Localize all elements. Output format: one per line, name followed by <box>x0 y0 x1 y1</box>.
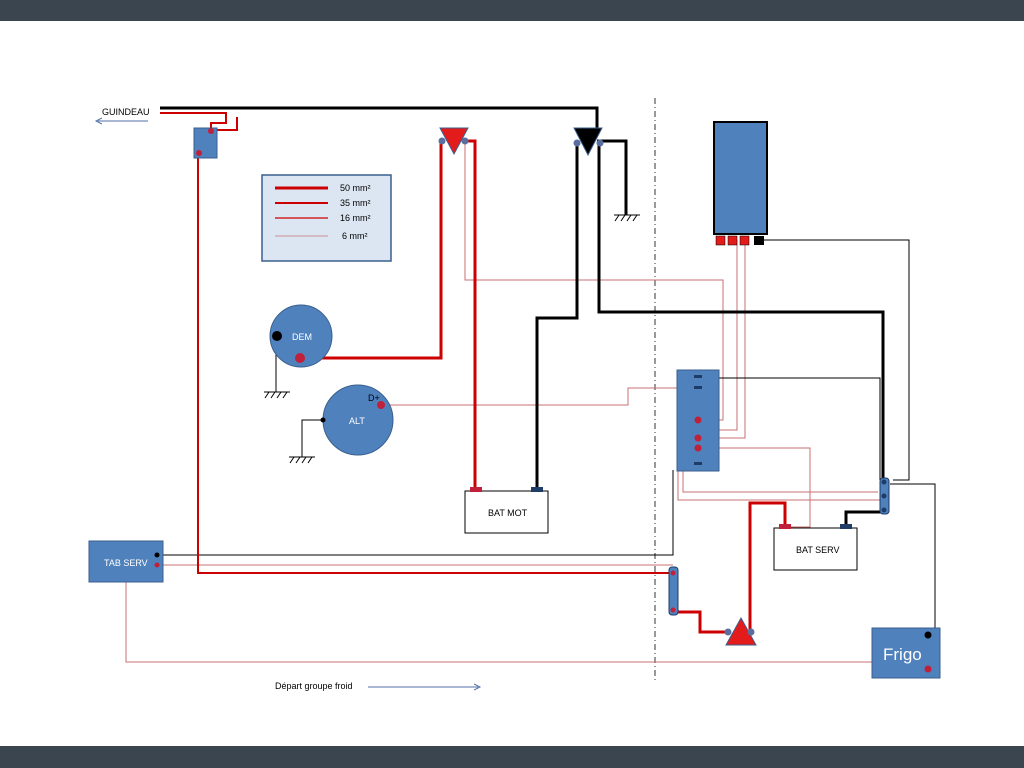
battery-charger <box>713 121 768 235</box>
terminal <box>694 462 702 465</box>
terminal <box>596 139 604 147</box>
terminal <box>438 137 446 145</box>
wires-6mm <box>125 141 929 663</box>
terminal <box>295 353 305 363</box>
terminal <box>779 524 791 529</box>
wires-thin-ground <box>155 239 936 633</box>
service-panel <box>88 540 164 583</box>
terminal <box>747 628 755 636</box>
terminal <box>470 487 482 492</box>
main-fuse-triangle <box>439 127 469 156</box>
terminal <box>694 434 702 442</box>
terminal <box>573 139 581 147</box>
terminal <box>724 628 732 636</box>
terminal <box>694 444 702 452</box>
legend-label: 6 mm² <box>342 231 368 241</box>
service-battery <box>773 527 858 571</box>
terminal <box>272 331 282 341</box>
terminal <box>208 128 214 134</box>
terminal <box>320 417 326 423</box>
terminal <box>377 401 385 409</box>
terminal <box>694 416 702 424</box>
terminal <box>840 524 852 529</box>
terminal <box>924 665 932 673</box>
terminal <box>924 631 932 639</box>
wires-heavy-ground <box>160 106 885 525</box>
bottom-frame-bar <box>0 746 1024 768</box>
terminal <box>881 479 887 485</box>
terminal <box>154 562 160 568</box>
terminal <box>670 607 676 613</box>
fuse-holder <box>668 566 679 616</box>
wire-gauge-legend: 50 mm² 35 mm² 16 mm² 6 mm² <box>261 174 392 262</box>
alt-label: ALT <box>349 416 365 426</box>
depart-groupe-froid-label: Départ groupe froid <box>275 681 353 691</box>
legend-label: 50 mm² <box>340 183 371 193</box>
starter-motor <box>269 304 333 368</box>
terminal <box>694 375 702 378</box>
wires-35mm <box>160 112 673 574</box>
terminal <box>727 235 738 246</box>
bat-serv-label: BAT SERV <box>796 545 840 555</box>
d-plus-label: D+ <box>368 393 380 403</box>
tab-serv-label: TAB SERV <box>104 558 148 568</box>
terminal <box>196 150 202 156</box>
ground-switch-triangle <box>573 127 603 157</box>
terminal <box>694 386 702 389</box>
engine-battery <box>464 490 549 534</box>
guindeau-label: GUINDEAU <box>102 107 150 117</box>
terminal <box>881 507 887 513</box>
frigo-label: Frigo <box>883 645 922 664</box>
terminal <box>739 235 750 246</box>
terminal <box>670 570 676 576</box>
terminal <box>881 493 887 499</box>
dem-label: DEM <box>292 332 312 342</box>
terminal <box>531 487 543 492</box>
terminal <box>154 552 160 558</box>
bat-mot-label: BAT MOT <box>488 508 528 518</box>
terminal <box>715 235 726 246</box>
legend-label: 35 mm² <box>340 198 371 208</box>
legend-label: 16 mm² <box>340 213 371 223</box>
terminal <box>461 137 469 145</box>
terminal <box>754 236 764 245</box>
top-frame-bar <box>0 0 1024 21</box>
ground-symbols <box>264 214 640 464</box>
